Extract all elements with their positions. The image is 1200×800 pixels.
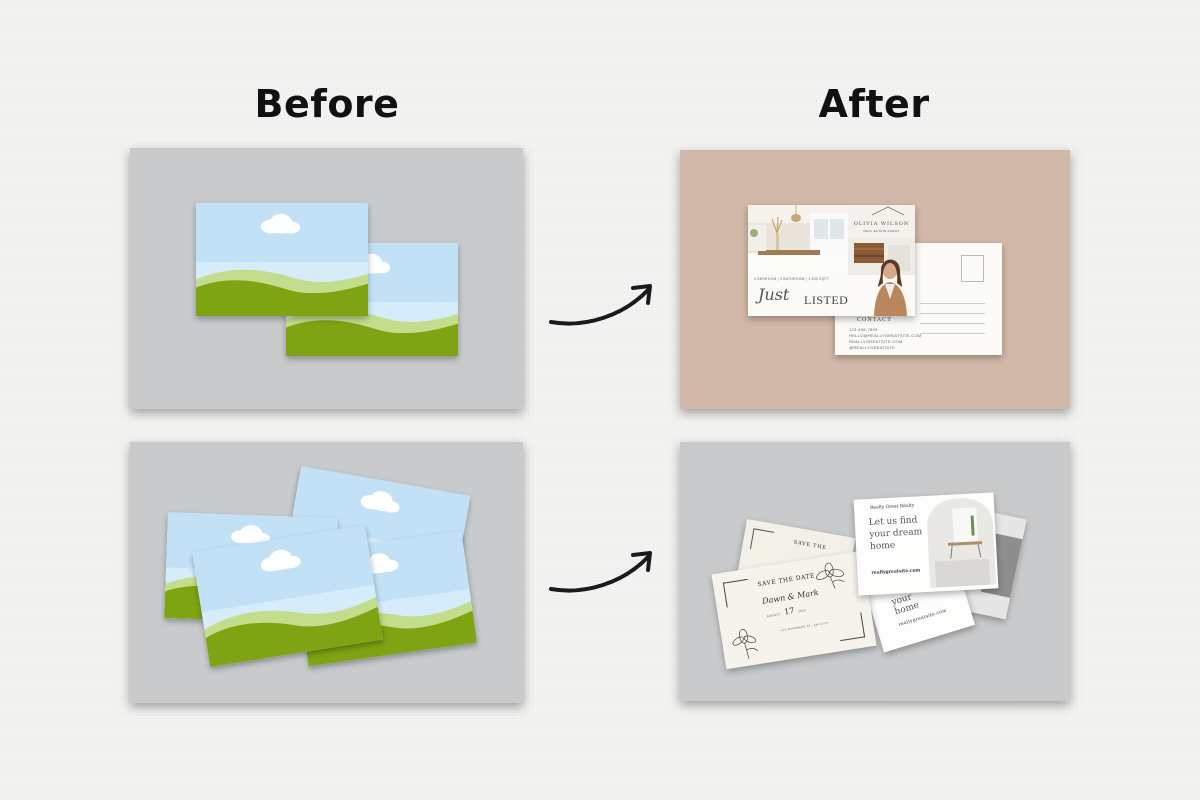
script-word: Just [758, 285, 790, 304]
address-line [920, 303, 985, 304]
flower-icon [732, 628, 759, 659]
date-line: AUGUST [766, 612, 782, 619]
agent-title: REAL ESTATE AGENT [863, 229, 900, 233]
placeholder-card-front [196, 203, 368, 316]
corner-frame [749, 528, 775, 553]
date-day: 17 [783, 606, 795, 617]
curved-arrow-icon [549, 551, 652, 593]
headline-word: LISTED [804, 293, 849, 307]
contact-line: HELLO@REALLYGREATSITE.COM [849, 333, 922, 338]
realty-url: reallygreatsite.com [871, 568, 921, 576]
address-line [920, 313, 985, 314]
contact-heading: CONTACT [857, 317, 892, 323]
contact-line: REALLYGREATSITE.COM [849, 339, 903, 344]
flower-icon [816, 562, 845, 589]
contact-line: @REALLYGREATSITE [849, 345, 896, 350]
arched-interior-photo [927, 498, 997, 588]
wood-wall-photo [848, 205, 915, 245]
corner-frame [836, 612, 866, 642]
address-line [920, 323, 985, 324]
wedding-address: 123 ANYWHERE ST., ANY CITY [780, 620, 830, 633]
realty-headline: Let us find your dream home [868, 515, 923, 552]
property-details: 4 BEDROOM | 3 BATHROOM | 1,800 SQFT [754, 277, 830, 281]
realty-card-front: Really Great Realty Let us find your dre… [853, 492, 999, 596]
wood-panel-photo [848, 239, 915, 275]
curved-arrow-icon [549, 284, 652, 326]
kitchen-photo [748, 205, 848, 275]
contact-line: 123-456-7890 [849, 327, 878, 332]
postcard-front: OLIVIA WILSON REAL ESTATE AGENT 4 BEDROO… [748, 205, 915, 316]
address-line [920, 333, 985, 334]
before-heading: Before [254, 82, 400, 126]
date-line: 2025 [797, 608, 807, 614]
agent-portrait [874, 259, 907, 316]
couple-names: Dawn & Mark [761, 587, 820, 606]
corner-frame [722, 578, 752, 608]
wedding-card-front: SAVE THE DATE Dawn & Mark AUGUST 17 2025… [711, 550, 877, 670]
agent-name: OLIVIA WILSON [853, 221, 910, 227]
landscape-image [196, 203, 368, 316]
wedding-title: SAVE THE DATE [757, 572, 816, 589]
wedding-back-title: SAVE THE [793, 539, 828, 552]
realty-brand: Really Great Realty [869, 503, 915, 511]
after-heading: After [818, 82, 930, 126]
stamp-box [961, 255, 984, 282]
